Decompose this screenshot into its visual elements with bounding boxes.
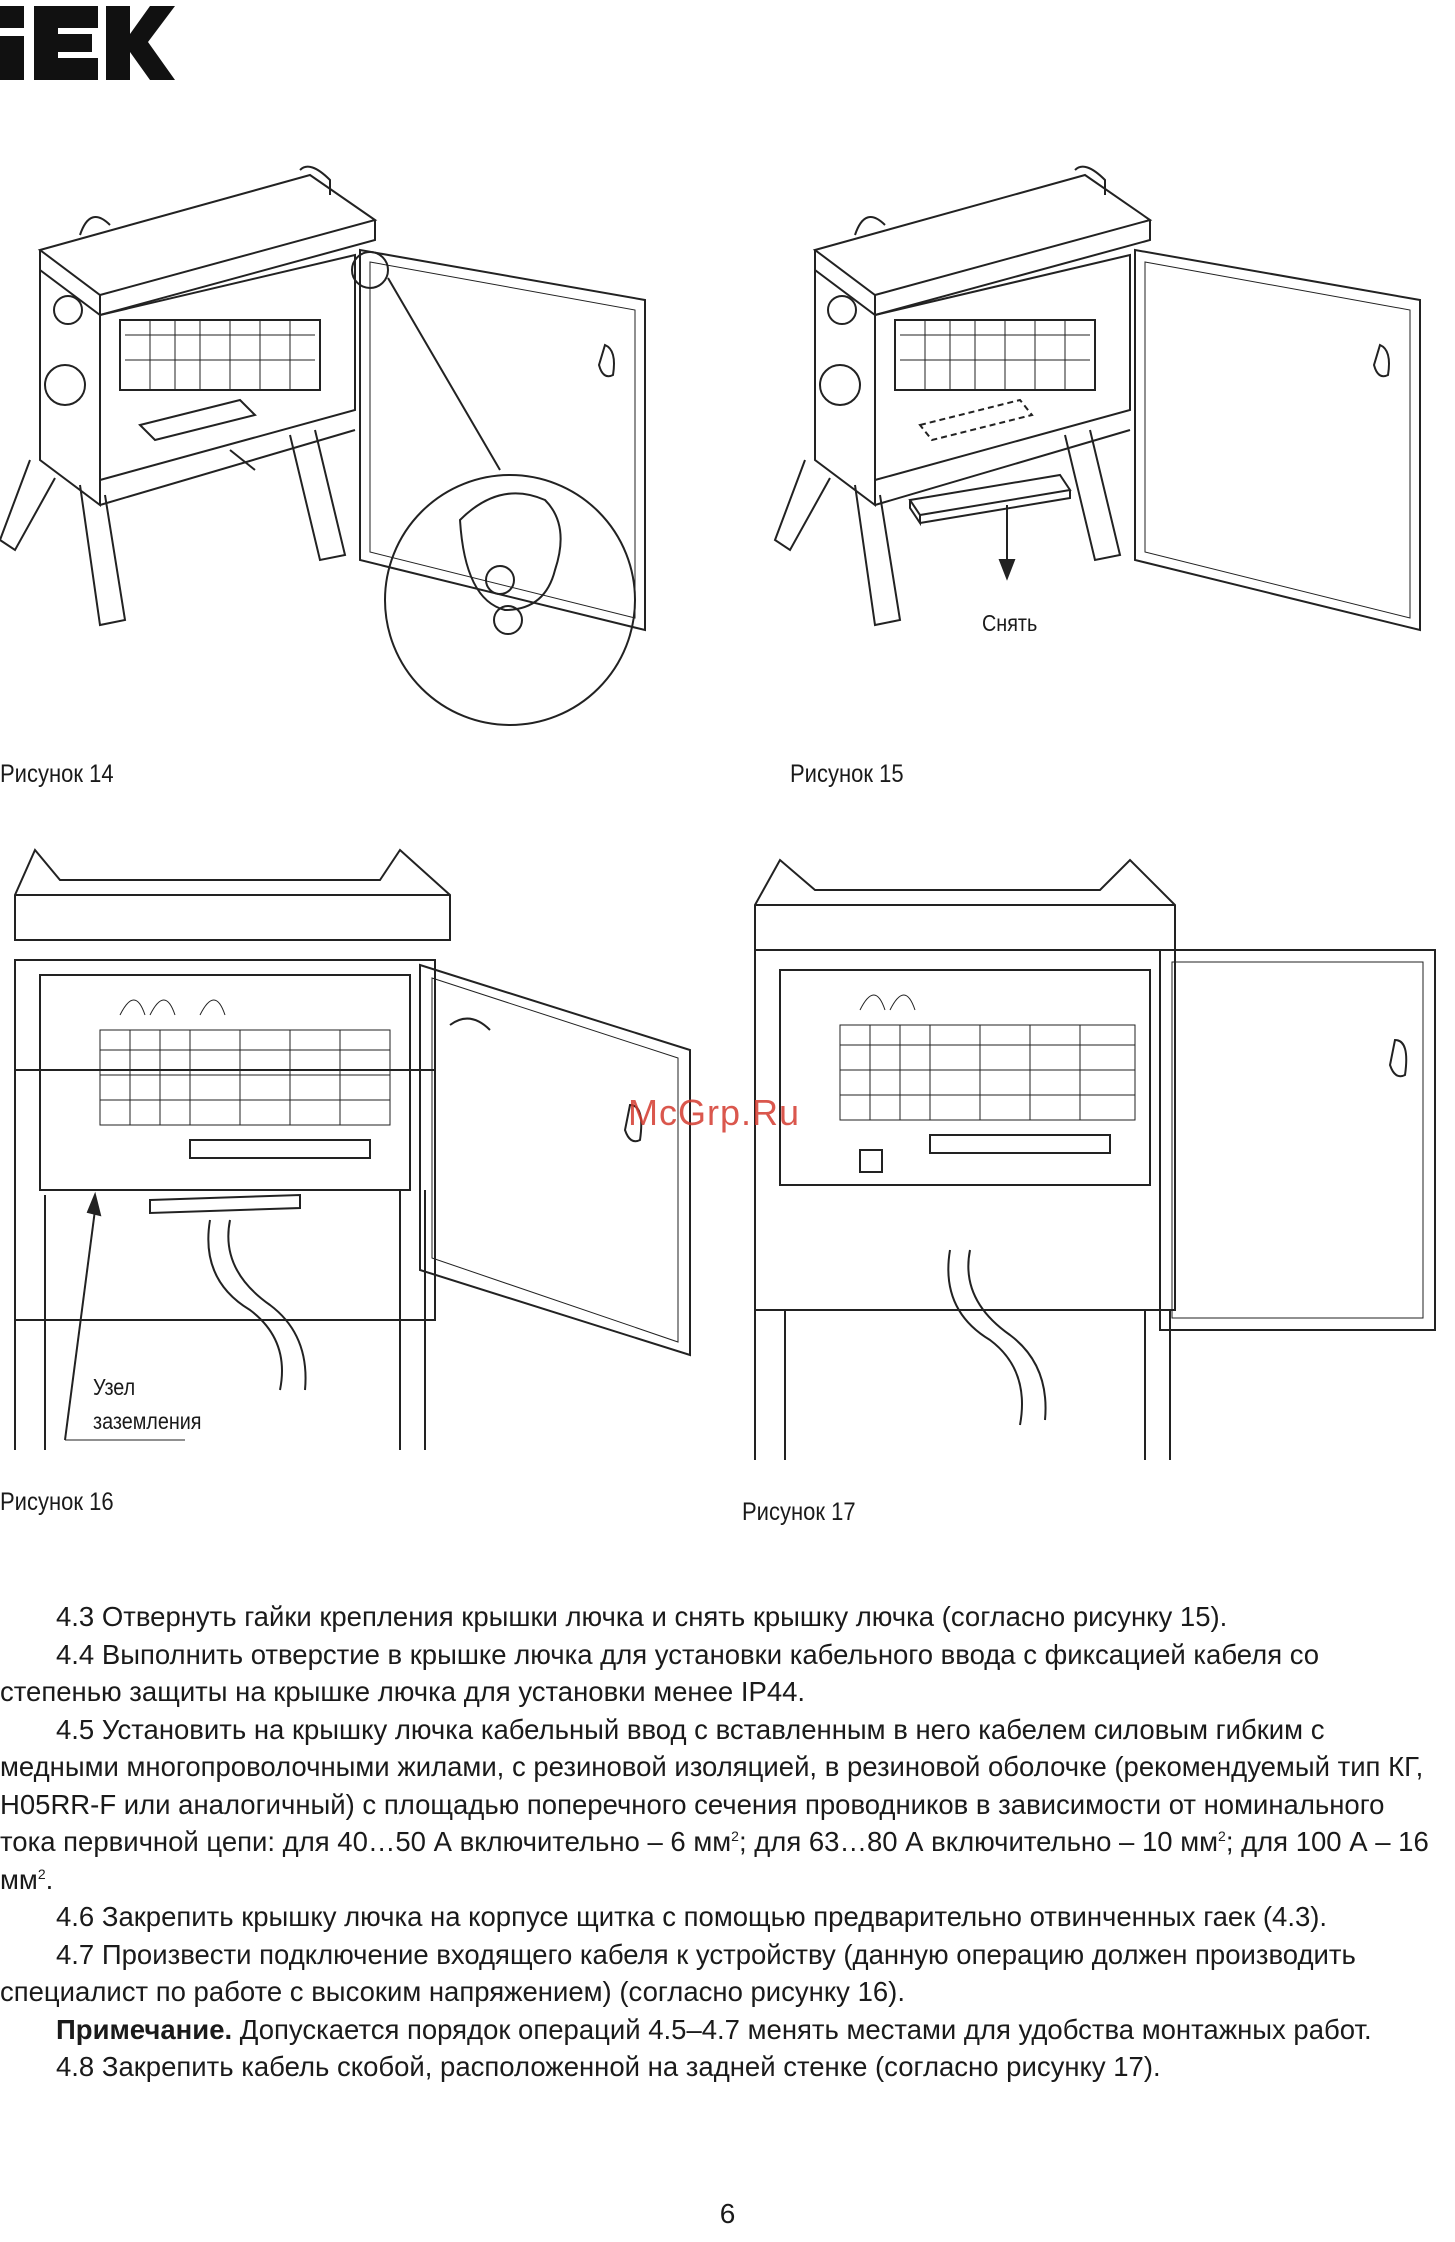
figure-17-drawing (754, 858, 1450, 1460)
figure-16-drawing (0, 848, 700, 1450)
note-paragraph: Примечание. Допускается порядок операций… (0, 2011, 1438, 2049)
figure-16-grounding-label-line1: Узел (93, 1374, 136, 1400)
paragraph-4-4: 4.4 Выполнить отверстие в крышке лючка д… (0, 1638, 1320, 1708)
figure-15-drawing (770, 160, 1450, 640)
paragraph-4-5-part-d: . (45, 1863, 54, 1895)
paragraph-4-5-part-a: 4.5 Установить на крышку лючка кабельный… (0, 1713, 1424, 1858)
superscript-2: 2 (1218, 1827, 1226, 1844)
paragraph-4-8: 4.8 Закрепить кабель скобой, расположенн… (56, 2051, 1161, 2082)
page-number: 6 (719, 2198, 736, 2229)
watermark: McGrp.Ru (628, 1092, 801, 1133)
paragraph-4-6: 4.6 Закрепить крышку лючка на корпусе щи… (56, 1901, 1328, 1932)
superscript-2: 2 (37, 1865, 46, 1882)
figure-16-grounding-label-line2: заземления (93, 1408, 202, 1434)
instructions-text: 4.3 Отвернуть гайки крепления крышки люч… (0, 1598, 1438, 2086)
note-label: Примечание. (56, 2013, 233, 2045)
paragraph-4-3: 4.3 Отвернуть гайки крепления крышки люч… (56, 1601, 1228, 1632)
superscript-2: 2 (731, 1827, 739, 1844)
figure-15-remove-label: Снять (982, 610, 1038, 636)
paragraph-4-5-part-c: ; для 100 А – 16 мм (0, 1826, 1429, 1895)
note-text: Допускается порядок операций 4.5–4.7 мен… (232, 2013, 1372, 2045)
figure-17-caption: Рисунок 17 (742, 1498, 856, 1526)
paragraph-4-5: 4.5 Установить на крышку лючка кабельный… (0, 1711, 1438, 1899)
paragraph-4-7: 4.7 Произвести подключение входящего каб… (0, 1938, 1356, 2008)
figure-16-caption: Рисунок 16 (0, 1488, 114, 1516)
figure-14-caption: Рисунок 14 (0, 760, 114, 788)
figure-15-caption: Рисунок 15 (790, 760, 904, 788)
paragraph-4-5-part-b: ; для 63…80 А включительно – 10 мм (738, 1826, 1219, 1857)
figure-14-drawing (0, 160, 690, 726)
iek-logo (0, 0, 175, 82)
